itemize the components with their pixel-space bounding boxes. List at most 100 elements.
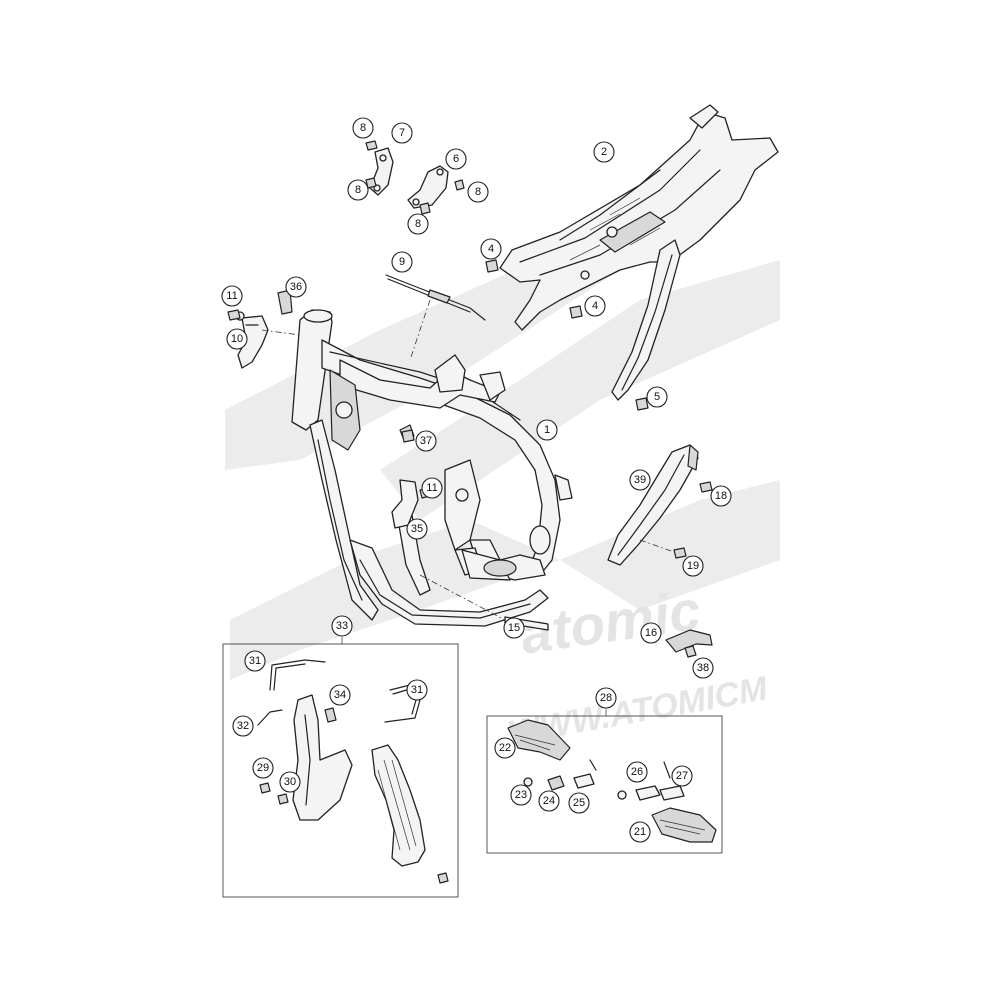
callout-circle	[407, 213, 429, 235]
callout-label: 18	[715, 490, 727, 502]
callout-circle	[568, 792, 590, 814]
callout-c33: 33	[331, 615, 353, 637]
callout-c19: 19	[682, 555, 704, 577]
callout-circle	[629, 821, 651, 843]
callout-c8c: 8	[467, 181, 489, 203]
callout-label: 10	[231, 333, 243, 345]
callout-circle	[226, 328, 248, 350]
callout-label: 5	[654, 391, 660, 403]
callout-c36: 36	[285, 276, 307, 298]
callout-label: 8	[475, 186, 481, 198]
callout-label: 22	[499, 742, 511, 754]
callout-label: 11	[226, 290, 237, 302]
callout-c30: 30	[279, 771, 301, 793]
callout-circle	[510, 784, 532, 806]
callout-circle	[536, 419, 558, 441]
frame-hardware	[391, 259, 649, 631]
callout-circle	[406, 518, 428, 540]
callout-label: 11	[426, 482, 437, 494]
callout-c9: 9	[391, 251, 413, 273]
callout-label: 33	[336, 620, 348, 632]
callout-c10: 10	[226, 328, 248, 350]
callout-label: 36	[290, 281, 302, 293]
callout-c21: 21	[629, 821, 651, 843]
callout-label: 24	[543, 795, 555, 807]
callout-c29: 29	[252, 757, 274, 779]
callout-circle	[415, 430, 437, 452]
callout-label: 31	[249, 655, 261, 667]
callout-circle	[391, 251, 413, 273]
callout-circle	[503, 617, 525, 639]
cable-strap	[385, 274, 486, 361]
callout-circle	[445, 148, 467, 170]
callout-label: 6	[453, 153, 459, 165]
callout-label: 39	[634, 474, 646, 486]
callout-circle	[391, 122, 413, 144]
callout-label: 15	[508, 622, 520, 634]
callout-c22: 22	[494, 737, 516, 759]
callout-label: 1	[544, 424, 550, 436]
callout-c11a: 11	[221, 285, 243, 307]
bracket-box-28	[486, 715, 723, 854]
callout-c34: 34	[329, 684, 351, 706]
callout-circle	[221, 285, 243, 307]
bracket-box-33	[222, 643, 459, 898]
callout-c31b: 31	[406, 679, 428, 701]
callout-c25: 25	[568, 792, 590, 814]
callout-c27: 27	[671, 765, 693, 787]
callout-label: 37	[420, 435, 432, 447]
callout-label: 4	[592, 300, 598, 312]
callout-circle	[347, 179, 369, 201]
callout-label: 38	[697, 662, 709, 674]
callout-circle	[646, 386, 668, 408]
callout-c23: 23	[510, 784, 532, 806]
callout-circle	[331, 615, 353, 637]
callout-c18: 18	[710, 485, 732, 507]
callout-label: 8	[360, 122, 366, 134]
callout-circle	[538, 790, 560, 812]
callout-c4b: 4	[584, 295, 606, 317]
callout-c35: 35	[406, 518, 428, 540]
callout-label: 35	[411, 523, 423, 535]
callout-label: 4	[488, 243, 494, 255]
callout-circle	[352, 117, 374, 139]
callout-c8a: 8	[352, 117, 374, 139]
callout-circle	[406, 679, 428, 701]
footpegs	[507, 719, 717, 843]
callout-c6: 6	[445, 148, 467, 170]
callout-c24: 24	[538, 790, 560, 812]
callout-c38: 38	[692, 657, 714, 679]
callout-circle	[595, 687, 617, 709]
callout-label: 2	[601, 146, 607, 158]
callout-label: 27	[676, 770, 688, 782]
callout-label: 8	[415, 218, 421, 230]
callout-circle	[232, 715, 254, 737]
callout-circle	[710, 485, 732, 507]
callout-c26: 26	[626, 761, 648, 783]
callout-label: 16	[645, 627, 657, 639]
callout-circle	[671, 765, 693, 787]
callout-c11b: 11	[421, 477, 443, 499]
callout-label: 8	[355, 184, 361, 196]
callout-c4a: 4	[480, 238, 502, 260]
subframe	[499, 104, 779, 401]
engine-hangers	[365, 140, 465, 215]
callout-circle	[244, 650, 266, 672]
chain-slider	[665, 629, 713, 658]
callout-circle	[329, 684, 351, 706]
chain-guide	[607, 444, 713, 566]
callout-circle	[626, 761, 648, 783]
callout-circle	[494, 737, 516, 759]
callout-label: 7	[399, 127, 405, 139]
callout-circle	[285, 276, 307, 298]
callout-circle	[467, 181, 489, 203]
callout-c32: 32	[232, 715, 254, 737]
callout-circle	[279, 771, 301, 793]
callout-label: 25	[573, 797, 585, 809]
callout-c8d: 8	[407, 213, 429, 235]
callout-label: 19	[687, 560, 699, 572]
callout-circle	[640, 622, 662, 644]
callout-circle	[421, 477, 443, 499]
callout-label: 9	[399, 256, 405, 268]
